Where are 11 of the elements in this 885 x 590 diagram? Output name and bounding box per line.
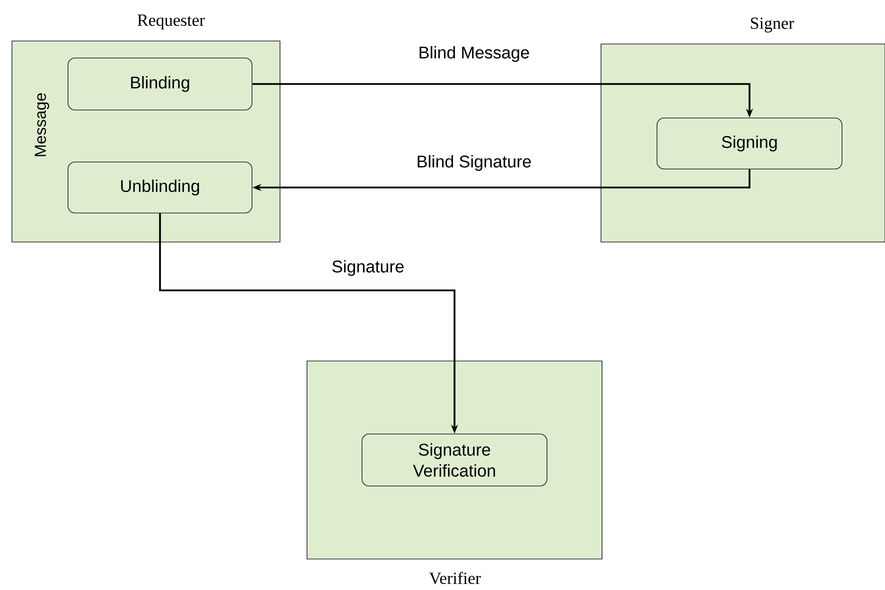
edge-label: Blind Message [417, 45, 531, 63]
edge-label: Signature [330, 259, 406, 277]
edge-label: Blind Signature [415, 154, 533, 172]
panel-heading: Requester [138, 14, 205, 30]
process-box: Signature Verification [362, 434, 548, 486]
panel-heading: Signer [750, 18, 794, 32]
process-box: Signing [656, 118, 842, 170]
process-box: Blinding [68, 58, 252, 110]
process-box: Unblinding [68, 162, 252, 214]
panel-label: Message [34, 93, 50, 156]
panel-heading: Verifier [429, 572, 481, 584]
